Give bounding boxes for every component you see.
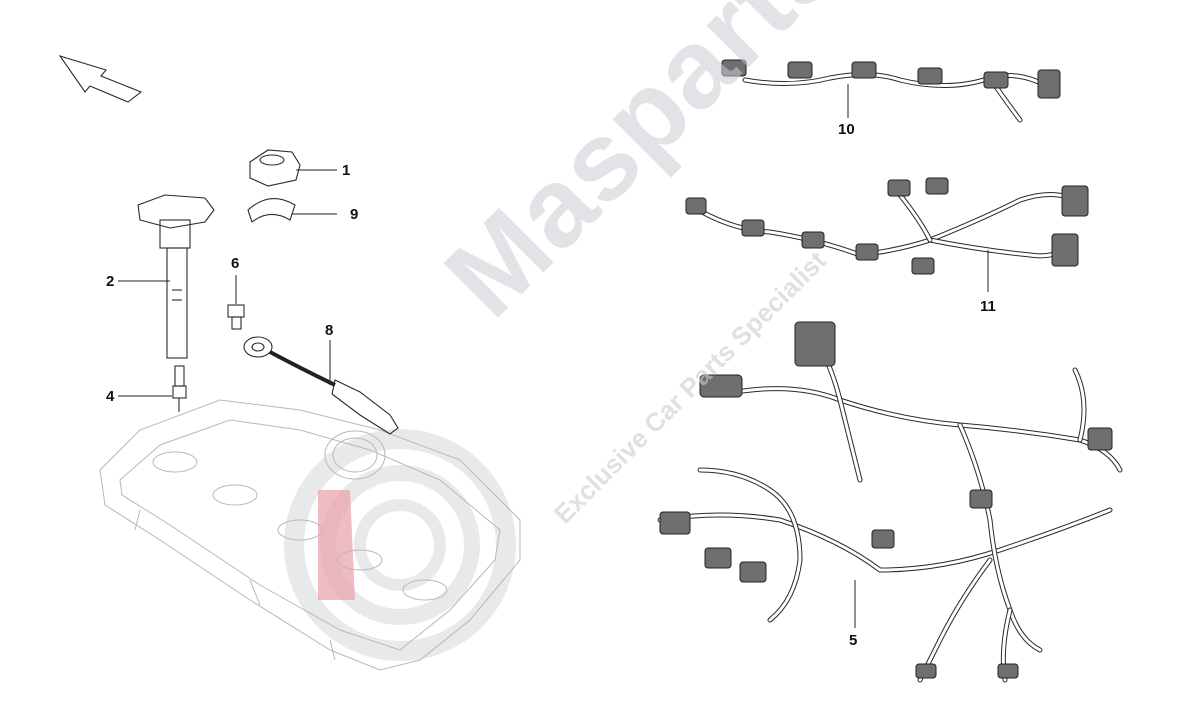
callout-9: 9 [350,206,359,223]
callout-1: 1 [342,162,351,179]
ignition-coil-part [118,194,215,359]
callout-4: 4 [106,388,115,405]
coil-cap-part [249,149,337,187]
callout-10: 10 [838,121,855,138]
cylinder-head-cover [99,399,521,671]
injector-harness-part [721,59,1061,123]
engine-harness-part [657,321,1123,683]
watermark-logo [284,429,516,661]
callout-6: 6 [231,255,240,272]
spark-plug-part [118,365,187,412]
direction-arrow-icon [58,55,143,103]
coil-clip-part [247,198,337,223]
callout-11: 11 [980,298,996,315]
ignition-harness-part [685,177,1089,292]
callout-5: 5 [849,632,858,649]
bolt-part [227,275,245,330]
callout-8: 8 [325,322,334,339]
callout-2: 2 [106,273,115,290]
knock-sensor-part [243,336,399,435]
